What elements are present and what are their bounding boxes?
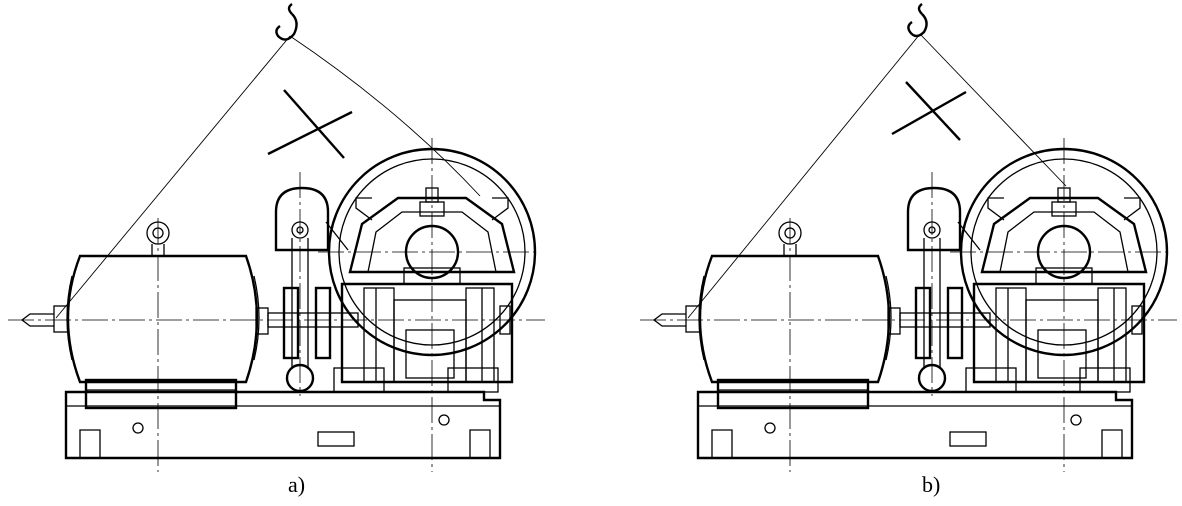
cross-mark-icon bbox=[267, 89, 353, 159]
crane-hook-icon bbox=[907, 3, 928, 38]
panel-b-caption: b) bbox=[922, 472, 941, 497]
cross-mark-icon bbox=[891, 81, 967, 141]
panel-a-caption: a) bbox=[288, 472, 306, 497]
panel-b-drawing bbox=[638, 3, 1179, 474]
crane-hook-icon bbox=[275, 3, 298, 41]
panel-a-drawing bbox=[6, 3, 547, 474]
